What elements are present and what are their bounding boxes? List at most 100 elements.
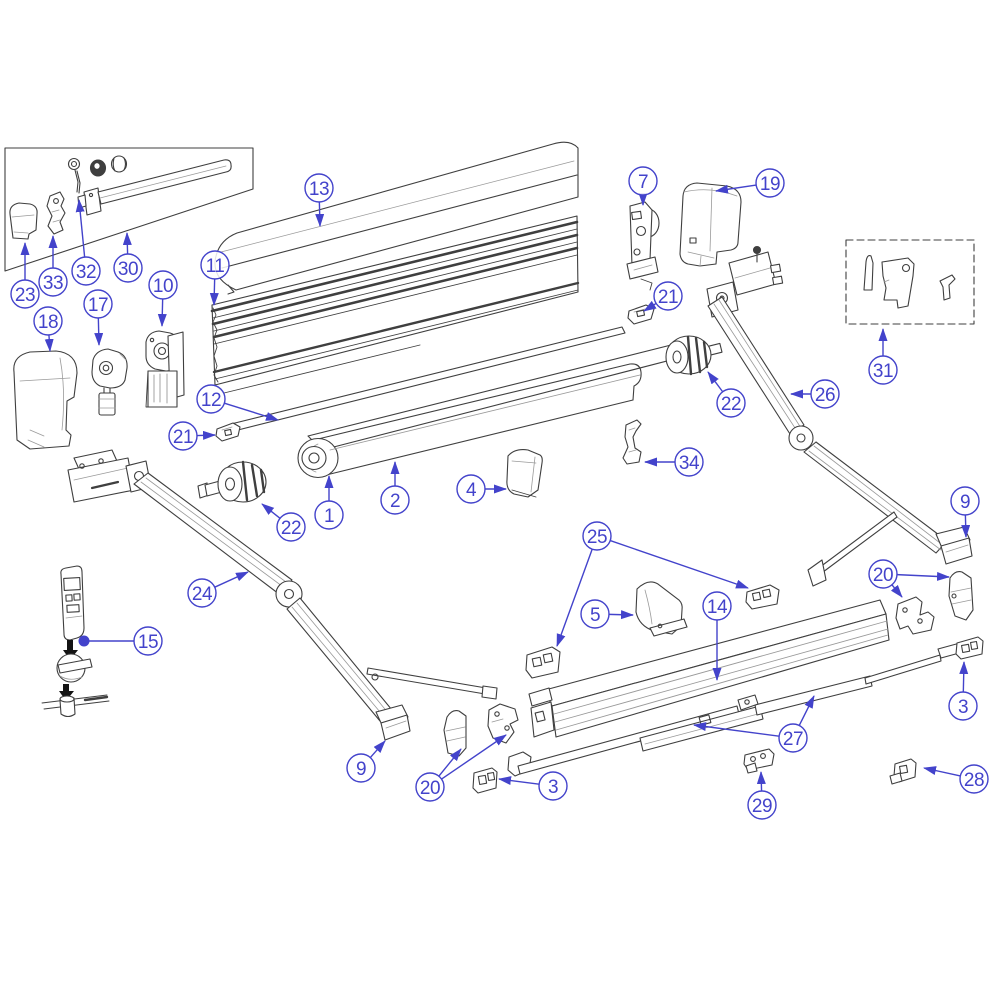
callout-31: 31 [868, 328, 898, 385]
callout-circle [71, 256, 101, 286]
callout-number: 24 [192, 584, 213, 605]
callout-dot [78, 635, 90, 647]
callout-number: 21 [658, 287, 678, 308]
callout-leader [369, 740, 386, 759]
part-20-cover-right [948, 571, 974, 621]
callout-4: 4 [456, 474, 507, 504]
callout-leader [122, 232, 132, 255]
callout-leader [75, 199, 86, 258]
part-20-bracket-left [487, 703, 519, 744]
part-3-bracket-left [472, 767, 498, 794]
callout-26: 26 [790, 379, 840, 409]
callout-number: 17 [88, 295, 108, 316]
callout-leader [756, 771, 766, 792]
callout-circle [314, 500, 344, 530]
callout-leader [157, 298, 167, 327]
callout-27: 27 [693, 695, 815, 753]
left-mounting-bracket [67, 449, 152, 503]
part-32-cotter-pin [67, 157, 81, 194]
callout-circle [83, 289, 113, 319]
callout-number: 19 [760, 174, 780, 195]
callout-circle [653, 281, 683, 311]
callout-14: 14 [702, 591, 732, 681]
callout-number: 12 [201, 390, 221, 411]
callout-circle [276, 512, 306, 542]
right-tension-rod [807, 511, 898, 587]
callout-leader [959, 661, 969, 693]
callout-leader [315, 201, 325, 227]
part-24-arm-left [133, 472, 393, 722]
callout-number: 14 [707, 597, 728, 618]
callout-leader [261, 503, 281, 519]
callout-circle [674, 447, 704, 477]
callout-18: 18 [33, 306, 63, 352]
callout-leader [961, 514, 971, 538]
callout-circle [380, 485, 410, 515]
callout-leader [643, 300, 657, 312]
callout-leader [707, 371, 724, 393]
part-9-foot-right [935, 526, 973, 565]
callout-leader [896, 571, 950, 581]
callout-number: 21 [173, 427, 193, 448]
callout-circle [747, 790, 777, 820]
callout-leader [498, 776, 540, 786]
callout-number: 33 [43, 273, 63, 294]
callout-number: 25 [587, 527, 607, 548]
part-13-top-cover-profile [214, 141, 579, 295]
callout-2: 2 [380, 461, 410, 515]
callout-number: 10 [153, 276, 173, 297]
callout-number: 3 [548, 777, 558, 798]
part-19-right-end-cover [679, 182, 742, 267]
part-30-roller-tube [77, 159, 232, 216]
part-9-foot-left [375, 704, 411, 741]
part-29-bracket [743, 748, 775, 774]
part-4-bracket [506, 449, 543, 498]
callout-leader [923, 766, 961, 777]
callout-15: 15 [78, 626, 163, 656]
callout-leader [209, 278, 219, 306]
callout-leader [693, 722, 780, 737]
callout-leader [715, 184, 757, 194]
left-tension-rod [366, 667, 498, 700]
part-grommet [89, 159, 107, 177]
callout-20: 20 [415, 734, 507, 802]
callout-circle [580, 599, 610, 629]
part-22-adapter-right [665, 335, 723, 376]
callout-20: 20 [868, 559, 950, 598]
part-31-kit-box [845, 239, 975, 325]
callout-circle [628, 166, 658, 196]
callout-number: 20 [420, 778, 440, 799]
callout-13: 13 [304, 173, 334, 227]
callout-number: 29 [752, 796, 772, 817]
callout-number: 7 [638, 172, 648, 193]
callout-12: 12 [196, 384, 279, 421]
callout-1: 1 [314, 475, 344, 530]
callout-leader [438, 748, 462, 777]
callout-leader [890, 584, 903, 598]
callout-9: 9 [346, 740, 386, 783]
callout-number: 34 [679, 453, 700, 474]
callout-number: 27 [783, 729, 803, 750]
part-10-gearbox [145, 330, 185, 408]
part-34-strap [622, 419, 642, 465]
callout-circle [868, 355, 898, 385]
callout-circle [148, 270, 178, 300]
callout-number: 2 [390, 491, 400, 512]
callout-circle [959, 764, 989, 794]
callout-11: 11 [200, 250, 230, 306]
callout-21: 21 [168, 421, 216, 451]
callout-number: 32 [76, 262, 96, 283]
callout-circle [716, 388, 746, 418]
callout-circle [113, 253, 143, 283]
callout-leader [556, 548, 593, 647]
part-25-bracket-left [525, 646, 561, 679]
callout-33: 33 [38, 235, 68, 297]
callout-circle [755, 168, 785, 198]
part-33-bracket [46, 191, 66, 235]
callout-circle [582, 521, 612, 551]
callout-leader [44, 334, 54, 352]
part-23-cap [9, 202, 38, 240]
part-5-support-foot [635, 581, 688, 637]
callout-number: 23 [15, 285, 35, 306]
